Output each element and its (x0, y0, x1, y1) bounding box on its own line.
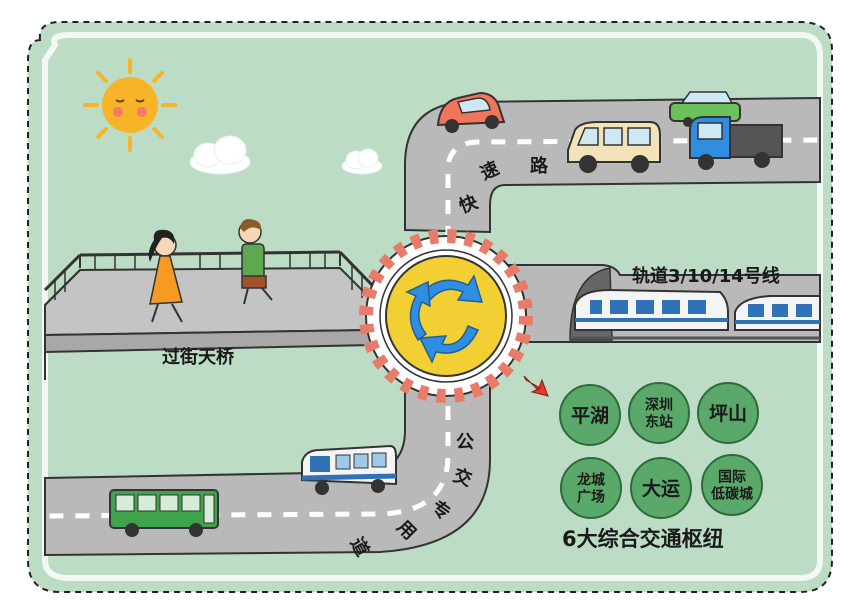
hubs-title: 6大综合交通枢纽 (562, 527, 724, 551)
hub-badge (559, 384, 621, 446)
pointer-arrow-icon (523, 375, 549, 397)
map-inner-edge (42, 32, 823, 581)
boy-figure (238, 219, 273, 305)
hub-circle: 大运 (630, 457, 692, 519)
van-beige (567, 121, 661, 173)
metro-train (570, 288, 821, 340)
pedestrian-overpass (43, 250, 374, 380)
hub-label: 大运 (642, 477, 680, 500)
hub-label: 东站 (645, 414, 673, 431)
sun-icon (83, 58, 177, 152)
expressway-char-3: 路 (530, 155, 549, 177)
transport-hubs: 平湖深圳东站坪山龙城广场大运国际低碳城 (559, 382, 763, 519)
bus-green (109, 489, 219, 537)
hub-label: 国际 (718, 470, 746, 486)
hub-label: 深圳 (645, 397, 673, 414)
hub-badge (628, 382, 690, 444)
hub-circle: 平湖 (559, 384, 621, 446)
hub-circle: 坪山 (697, 382, 759, 444)
hub-badge (701, 454, 763, 516)
hub-label: 平湖 (571, 405, 609, 427)
bus-blue (301, 444, 397, 495)
bus-lane-char-1: 公 (456, 432, 474, 453)
hub-badge (630, 457, 692, 519)
cloud-icon (189, 135, 251, 175)
truck-blue (689, 116, 783, 170)
hub-badge (697, 382, 759, 444)
car-orange (436, 91, 506, 133)
roundabout (359, 229, 533, 403)
girl-figure (148, 229, 183, 323)
hub-label: 龙城 (576, 472, 605, 489)
overpass-label: 过街天桥 (162, 346, 235, 368)
hub-label: 坪山 (709, 403, 747, 425)
hub-label: 低碳城 (710, 486, 753, 503)
hub-badge (560, 457, 622, 519)
cloud-icon (341, 148, 383, 175)
map-dashed-border (27, 21, 833, 593)
hub-label: 广场 (577, 489, 605, 506)
rail-lines-label: 轨道3/10/14号线 (632, 265, 780, 287)
roundabout-arrows-icon (405, 274, 484, 364)
